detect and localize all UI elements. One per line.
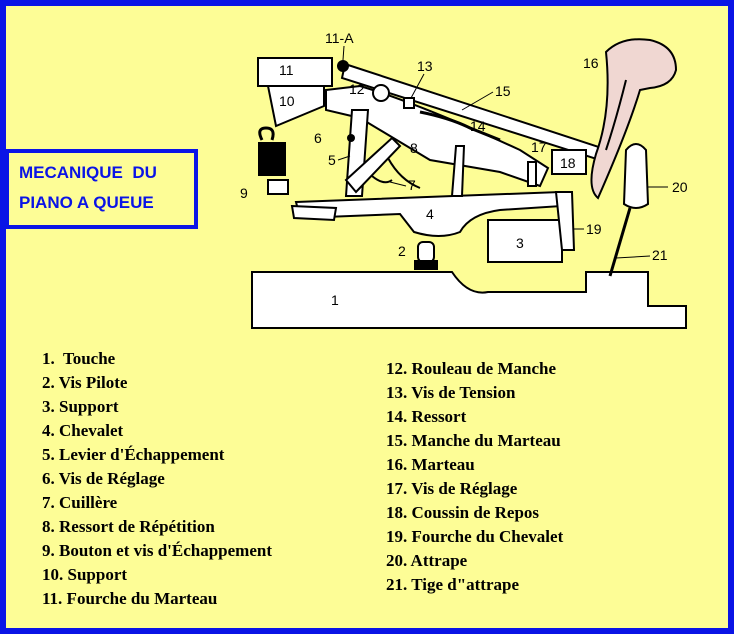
title-line-2: PIANO A QUEUE xyxy=(19,193,154,212)
legend-item: 20. Attrape xyxy=(386,551,468,570)
label-10: 10 xyxy=(279,93,295,109)
key-touche xyxy=(251,271,687,329)
legend-right: 12. Rouleau de Manche 13. Vis de Tension 1… xyxy=(386,357,563,597)
wippen-fork xyxy=(554,191,576,251)
legend-item: 10. Support xyxy=(42,565,128,584)
hammer-rest xyxy=(551,149,587,175)
legend-item: 8. Ressort de Répétition xyxy=(42,517,215,536)
legend-item: 2. Vis Pilote xyxy=(42,373,128,392)
legend-item: 14. Ressort xyxy=(386,407,467,426)
flange-support xyxy=(266,85,325,128)
label-16: 16 xyxy=(583,55,599,71)
leader-lines xyxy=(337,45,668,259)
regulating-screw-6 xyxy=(347,134,355,142)
label-1: 1 xyxy=(331,292,339,308)
legend-item: 5. Levier d'Échappement xyxy=(42,445,225,464)
regulating-screw-17 xyxy=(527,161,537,187)
label-15: 15 xyxy=(495,83,511,99)
label-13: 13 xyxy=(417,58,433,74)
label-5: 5 xyxy=(328,152,336,168)
hammer-felt-line xyxy=(605,79,627,151)
legend-item: 9. Bouton et vis d'Échappement xyxy=(42,541,272,560)
legend-item: 6. Vis de Réglage xyxy=(42,469,165,488)
title-line-1: MECANIQUE DU xyxy=(19,163,157,182)
key-front xyxy=(290,204,338,222)
label-11a: 11-A xyxy=(325,30,354,46)
title-box: MECANIQUE DU PIANO A QUEUE xyxy=(5,149,198,229)
tension-screw xyxy=(403,97,415,109)
label-3: 3 xyxy=(516,235,524,251)
legend-item: 4. Chevalet xyxy=(42,421,124,440)
label-20: 20 xyxy=(672,179,688,195)
label-4: 4 xyxy=(426,206,434,222)
backcheck-attrape xyxy=(622,143,650,209)
legend-item: 15. Manche du Marteau xyxy=(386,431,561,450)
label-7: 7 xyxy=(408,177,416,193)
label-17: 17 xyxy=(531,139,547,155)
label-18: 18 xyxy=(560,155,576,171)
pilot-screw-base xyxy=(414,260,438,270)
knuckle-roller xyxy=(372,84,390,102)
repetition-post xyxy=(450,145,466,197)
legend-left: 1. Touche 2. Vis Pilote 3. Support 4. Cheva… xyxy=(42,347,272,611)
pilot-screw xyxy=(417,241,435,263)
wippen-chevalet xyxy=(294,190,564,237)
backcheck-wire xyxy=(608,207,632,277)
center-pin-11a xyxy=(337,60,349,72)
label-21: 21 xyxy=(652,247,668,263)
hammer-head xyxy=(590,38,678,200)
legend-item: 17. Vis de Réglage xyxy=(386,479,518,498)
label-2: 2 xyxy=(398,243,406,259)
legend-item: 1. Touche xyxy=(42,349,116,368)
label-11: 11 xyxy=(279,62,294,78)
legend-item: 18. Coussin de Repos xyxy=(386,503,540,522)
legend-item: 7. Cuillère xyxy=(42,493,118,512)
spoon-cuillere xyxy=(371,175,393,184)
label-8: 8 xyxy=(410,140,418,156)
hammer-flange xyxy=(257,57,333,87)
legend-item: 19. Fourche du Chevalet xyxy=(386,527,564,546)
legend-item: 11. Fourche du Marteau xyxy=(42,589,218,608)
letoff-screw xyxy=(267,179,289,195)
legend-item: 12. Rouleau de Manche xyxy=(386,359,556,378)
legend-item: 16. Marteau xyxy=(386,455,475,474)
repetition-spring xyxy=(387,157,421,189)
label-14: 14 xyxy=(470,118,486,134)
letoff-button xyxy=(258,142,286,176)
legend-item: 13. Vis de Tension xyxy=(386,383,516,402)
support-block xyxy=(487,219,563,263)
legend-item: 21. Tige d"attrape xyxy=(386,575,520,594)
spring-14 xyxy=(419,110,501,142)
label-12: 12 xyxy=(349,81,365,97)
jack-lever-arm xyxy=(344,136,402,194)
label-9: 9 xyxy=(240,185,248,201)
letoff-hook xyxy=(258,126,275,141)
label-6: 6 xyxy=(314,130,322,146)
label-19: 19 xyxy=(586,221,602,237)
legend-item: 3. Support xyxy=(42,397,119,416)
